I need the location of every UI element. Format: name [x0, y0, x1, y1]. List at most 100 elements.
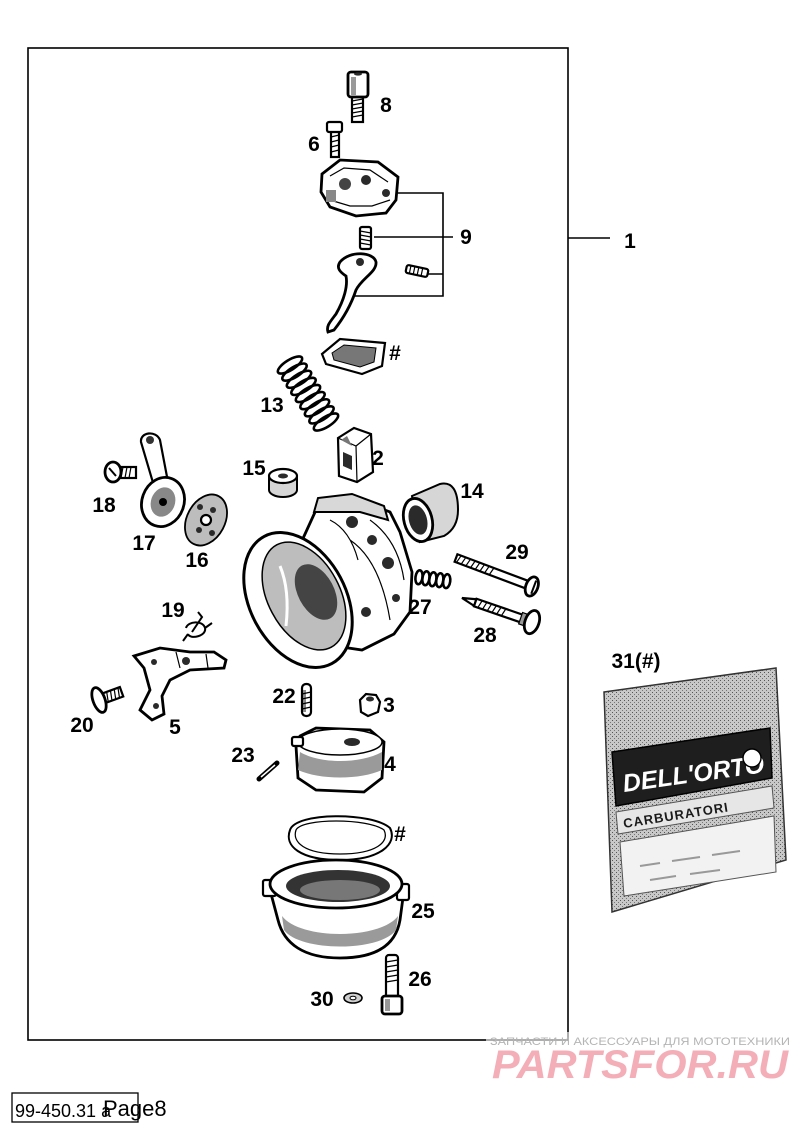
label-6: 6	[308, 133, 320, 156]
part-25-floor	[300, 880, 380, 900]
label-31: 31(#)	[611, 650, 660, 673]
part-2-slide	[336, 426, 375, 484]
part-5-plate	[131, 646, 228, 722]
part-15-hole	[278, 473, 288, 479]
label-22: 22	[272, 685, 295, 708]
part-18-screw	[103, 460, 138, 484]
part-4-float	[290, 726, 386, 794]
part-8-head-shade	[351, 77, 356, 95]
label-gasket-bottom: #	[394, 823, 406, 846]
part-13-coil	[303, 397, 331, 418]
part-6-threads	[330, 134, 340, 153]
part-15-grommet	[267, 467, 299, 498]
part-18-slot	[108, 467, 117, 477]
carburetor-body	[242, 492, 414, 669]
label-17: 17	[132, 532, 155, 555]
part-13-coil	[294, 383, 322, 404]
part-14-bore	[408, 505, 428, 535]
label-29: 29	[505, 541, 528, 564]
watermark-backdrop	[486, 1032, 794, 1084]
part-23-pin	[256, 760, 280, 782]
gasket-top-center	[331, 344, 377, 368]
part-28-threads	[477, 600, 507, 617]
part-9-throttle-cap-assembly	[319, 158, 430, 334]
body-port	[382, 557, 394, 569]
label-15: 15	[242, 457, 266, 480]
bag-subtitle-band	[615, 785, 775, 835]
part-26-bolt	[380, 953, 404, 1016]
part-9-cap-edge	[329, 167, 391, 207]
label-2: 2	[372, 447, 384, 470]
part-9-cap	[319, 158, 400, 218]
label-14: 14	[460, 480, 484, 503]
part-19-wire	[182, 611, 213, 642]
watermark: ЗАПЧАСТИ И АКСЕССУАРЫ ДЛЯ МОТОТЕХНИКИ PA…	[486, 1032, 794, 1087]
label-13: 13	[260, 394, 283, 417]
part-4-top	[297, 728, 383, 756]
gasket-bottom	[287, 815, 393, 862]
part-17-choke-lever	[139, 432, 186, 528]
part-3-nut	[358, 692, 382, 718]
part-9-lever-pivot	[356, 258, 364, 266]
intake-highlight	[278, 565, 289, 627]
part-13-coil	[276, 355, 304, 375]
label-23: 23	[231, 744, 254, 767]
bracket-9	[350, 192, 453, 297]
part-5-hole	[151, 659, 157, 665]
bag-brand-emblem	[742, 748, 762, 768]
part-9-cap-hole	[339, 178, 351, 190]
part-31-gasket-kit-bag: DELL'ORTO CARBURATORI	[603, 667, 787, 913]
bag-brand-panel	[611, 727, 773, 807]
part-5-bracket	[131, 646, 228, 722]
part-5-fold	[175, 651, 209, 669]
intake-throat	[294, 564, 338, 620]
gasket-bottom-outer	[287, 815, 393, 862]
part-13-spring	[276, 355, 340, 432]
part-16-hole	[210, 507, 216, 513]
label-28: 28	[473, 624, 497, 647]
part-2-slot	[343, 452, 352, 470]
part-14-sleeve	[401, 482, 460, 544]
part-29-threads	[455, 555, 495, 576]
part-26-head-shade	[385, 999, 390, 1011]
part-13-coil	[308, 405, 335, 425]
label-1: 1	[624, 230, 636, 253]
body-tower	[312, 492, 390, 522]
label-8: 8	[380, 94, 392, 117]
gasket-bottom-inner	[294, 820, 386, 855]
part-3-bore	[366, 696, 374, 702]
watermark-logo: PARTSFOR.RU	[492, 1043, 789, 1087]
bag-info-panel	[619, 815, 777, 897]
part-9-pin-body	[404, 264, 430, 278]
part-27-coil	[441, 572, 452, 590]
body-contours	[329, 519, 405, 621]
frame-border	[27, 47, 569, 1041]
part-30-washer	[343, 992, 363, 1004]
part-9-lever	[326, 252, 378, 334]
part-20-screw	[90, 685, 125, 714]
part-2-notch	[341, 436, 352, 446]
bag-info-marks	[639, 850, 741, 881]
label-4: 4	[384, 753, 396, 776]
gasket-top	[320, 337, 387, 376]
part-23-highlight	[260, 764, 276, 778]
footer-page: Page8	[103, 1096, 167, 1121]
part-9-spring	[358, 225, 373, 251]
part-17-arm	[139, 432, 170, 488]
part-22-pin	[300, 682, 313, 718]
part-30-hole	[349, 995, 357, 1001]
part-6-head	[325, 120, 344, 134]
part-17-knob	[146, 436, 154, 444]
label-16: 16	[185, 549, 208, 572]
label-3: 3	[383, 694, 395, 717]
label-18: 18	[92, 494, 116, 517]
part-8-threads	[351, 98, 364, 118]
part-4-hinge	[290, 735, 305, 748]
part-29-long-screw	[453, 552, 540, 598]
label-27: 27	[408, 596, 431, 619]
part-8-socket	[354, 72, 362, 76]
part-17-hole	[159, 498, 167, 506]
part-4-shade	[298, 752, 382, 778]
body-port	[361, 607, 371, 617]
